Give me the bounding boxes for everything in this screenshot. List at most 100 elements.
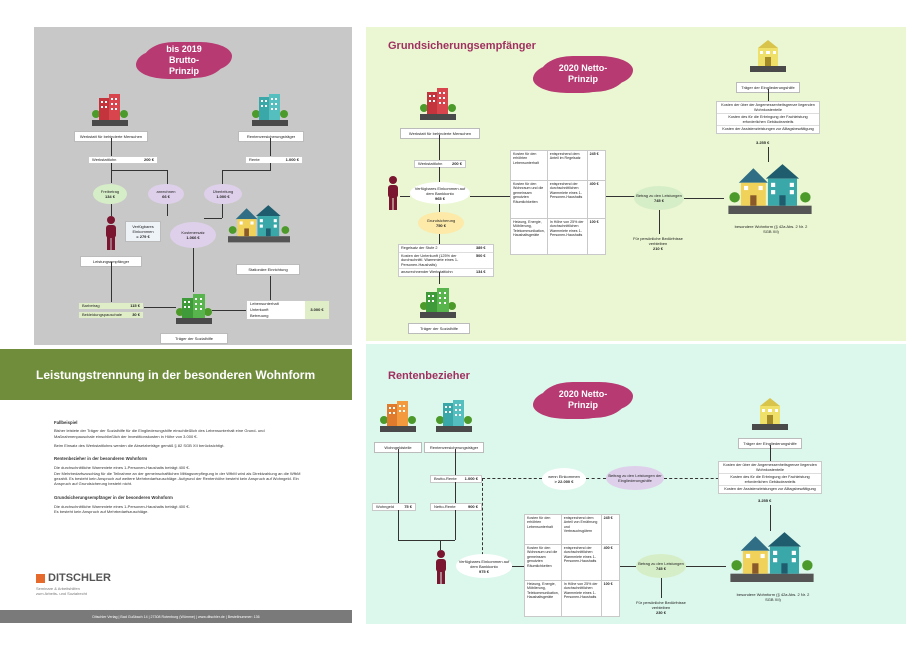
- welfare-label: Träger der Sozialhilfe: [160, 333, 228, 344]
- connector: [144, 307, 176, 308]
- arrow-to-housing: [684, 198, 724, 199]
- logo-square-icon: [36, 573, 45, 583]
- connector: [111, 163, 112, 183]
- income-box: Verfügbares Einkommen= 279 €: [125, 221, 161, 242]
- connector: [661, 578, 662, 598]
- residential-houses-icon: [228, 200, 290, 246]
- connector: [439, 135, 440, 160]
- connector: [770, 445, 771, 461]
- welfare-building-icon: [176, 290, 212, 324]
- housing-icon: [730, 530, 814, 582]
- facility-label: Stationäre Einrichtung: [236, 264, 300, 275]
- connector: [270, 163, 271, 171]
- connector: [768, 147, 769, 162]
- integration-costs: Kosten der über der Angemessenheitsgrenz…: [718, 461, 822, 494]
- connector: [111, 170, 167, 171]
- connector: [222, 170, 270, 171]
- basic-income-title: Grundsicherungsempfänger: [388, 40, 536, 52]
- connector: [770, 505, 771, 531]
- connector: [270, 276, 271, 300]
- footer: Ditschler Verlag | Bad Gußbach 14 | 2730…: [0, 610, 352, 623]
- connector: [439, 272, 440, 284]
- connector: [398, 510, 399, 540]
- dashed-connector: [664, 478, 724, 479]
- person-icon: [104, 216, 118, 250]
- integration-sum: 3.255 €: [758, 498, 772, 503]
- connector: [212, 310, 246, 311]
- case-text: Fallbeispiel Bisher leistete der Träger …: [54, 420, 304, 515]
- connector: [204, 218, 222, 219]
- welfare-building-icon: [420, 284, 456, 318]
- connector: [400, 196, 410, 197]
- welfare-label: Träger der Sozialhilfe: [408, 323, 470, 334]
- integration-contribution-bubble: Beitrag zu den Leistungen der Einglieder…: [606, 466, 664, 490]
- housing-label: besondere Wohnform (§ 42a Abs. 2 Nr. 2 S…: [736, 592, 810, 602]
- housing-label: besondere Wohnform (§ 42a Abs. 2 Nr. 2 S…: [734, 224, 808, 234]
- case-heading: Fallbeispiel: [54, 420, 78, 425]
- person-icon: [434, 550, 448, 584]
- connector: [222, 170, 223, 184]
- connector: [439, 204, 440, 212]
- housing-benefit-building-icon: [380, 398, 416, 432]
- basic-income-heading: Grundsicherungsempfänger in der besonder…: [54, 494, 173, 500]
- connector: [606, 196, 636, 197]
- connector: [440, 540, 441, 550]
- person-icon: [386, 176, 400, 210]
- dashed-connector: [482, 478, 542, 479]
- arrow-to-table: [470, 196, 510, 197]
- pension-building-icon: [252, 92, 288, 126]
- pension-label: Rentenversicherungsträger: [238, 131, 304, 142]
- pension-heading: Rentenbezieher in der besonderen Wohnfor…: [54, 456, 148, 462]
- netto-cloud: 2020 Netto-Prinzip: [540, 382, 626, 418]
- connector: [398, 449, 399, 503]
- workshop-label: Werkstatt für behinderte Menschen: [400, 128, 480, 139]
- connector: [768, 89, 769, 101]
- integration-building-icon: [752, 396, 788, 430]
- connector: [659, 210, 660, 234]
- housing-icon: [728, 162, 812, 214]
- connector: [167, 204, 168, 216]
- connector: [167, 170, 168, 184]
- ditschler-logo: DITSCHLER: [36, 572, 111, 584]
- title-banner: Leistungstrennung in der besonderen Wohn…: [0, 349, 352, 400]
- connector: [111, 262, 112, 302]
- brutto-panel: [34, 27, 352, 345]
- workshop-building-icon: [420, 86, 456, 120]
- connector: [455, 449, 456, 475]
- connector: [398, 540, 455, 541]
- workshop-building-icon: [92, 92, 128, 126]
- brutto-cloud: bis 2019 Brutto-Prinzip: [143, 42, 225, 78]
- connector: [111, 204, 112, 216]
- connector: [455, 482, 456, 503]
- connector: [455, 510, 456, 540]
- dashed-connector: [482, 478, 483, 560]
- connector: [222, 204, 223, 218]
- connector: [620, 566, 636, 567]
- connector: [439, 234, 440, 244]
- dashed-connector: [586, 478, 606, 479]
- connector: [270, 138, 271, 156]
- connector: [439, 167, 440, 182]
